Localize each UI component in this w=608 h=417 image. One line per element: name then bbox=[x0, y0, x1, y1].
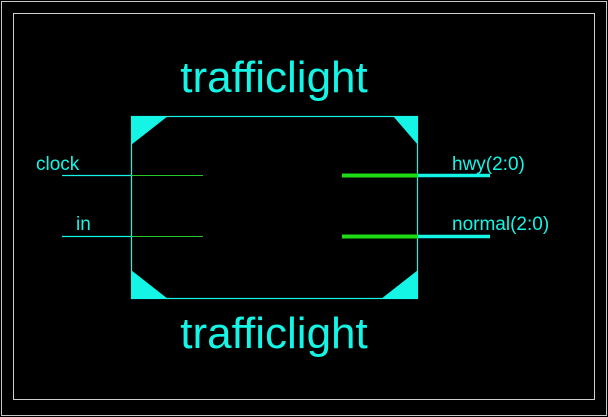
symbol-body[interactable] bbox=[130, 115, 419, 300]
port-label-normal: normal(2:0) bbox=[452, 214, 550, 235]
port-label-in: in bbox=[76, 214, 91, 235]
symbol-name-bottom: trafficlight bbox=[180, 309, 368, 358]
sheet-border bbox=[13, 13, 595, 400]
port-label-clock: clock bbox=[36, 154, 80, 175]
corner-marker-bottom-left bbox=[131, 270, 168, 299]
corner-marker-bottom-right bbox=[381, 270, 418, 299]
symbol-name-top: trafficlight bbox=[180, 53, 368, 102]
corner-marker-top-right bbox=[393, 116, 418, 145]
corner-marker-top-left bbox=[131, 116, 168, 145]
port-label-hwy: hwy(2:0) bbox=[452, 154, 525, 175]
